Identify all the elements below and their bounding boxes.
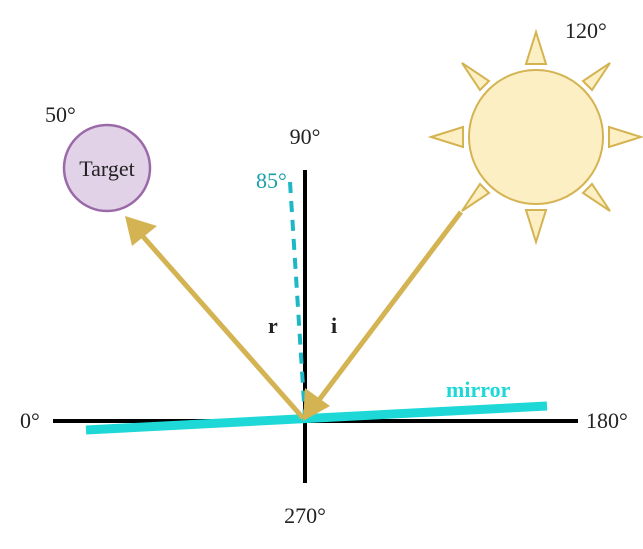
reflected-ray [137,230,305,420]
target-angle-label: 50° [45,102,76,127]
axis-label-right: 180° [586,408,628,433]
axis-label-left: 0° [20,408,40,433]
normal-angle-label: 85° [256,168,287,193]
axis-label-bottom: 270° [284,503,326,528]
incident-ray-label: i [331,313,337,338]
incident-ray [314,210,463,406]
target-circle [62,123,152,213]
reflected-arrowhead [125,216,157,246]
sun-icon [427,28,643,246]
reflected-ray-label: r [268,313,278,338]
target-label: Target [79,156,134,181]
incident-arrowhead [303,388,330,421]
sun-angle-label: 120° [565,18,607,43]
mirror-line [85,401,548,435]
mirror-label: mirror [446,377,511,402]
normal-line [288,181,307,419]
axis-label-top: 90° [290,124,321,149]
